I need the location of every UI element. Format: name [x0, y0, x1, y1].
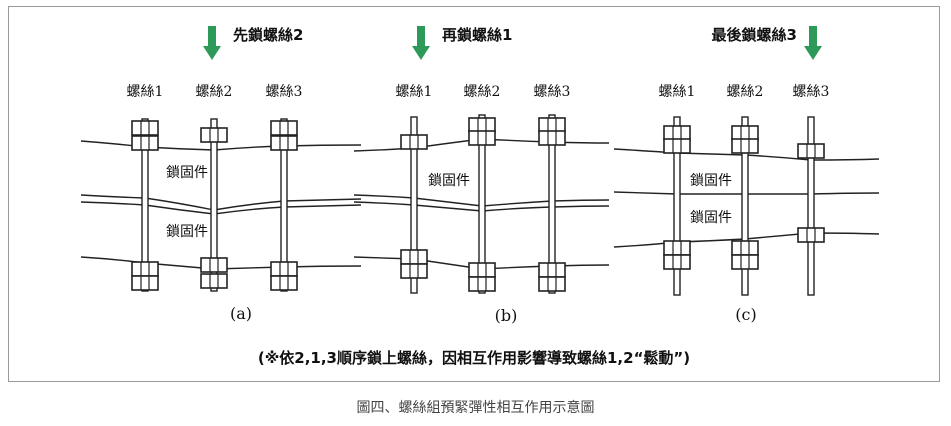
bolt-label-1: 螺絲1 [127, 84, 164, 100]
bolt-label-3: 螺絲3 [534, 84, 571, 100]
panel-sub-label: (a) [230, 304, 252, 323]
plate-lines [80, 140, 362, 270]
bolt-label-1: 螺絲1 [659, 84, 696, 100]
down-arrow-icon [804, 26, 822, 60]
panel-a: 先鎖螺絲2 螺絲1 螺絲2 螺絲3 [80, 26, 362, 323]
bolt-label-1: 螺絲1 [396, 84, 433, 100]
down-arrow-icon [412, 26, 430, 60]
bolt-2 [468, 114, 496, 294]
part-label: 鎖固件 [428, 173, 470, 189]
bolt-label-3: 螺絲3 [793, 84, 830, 100]
bolt-3 [797, 116, 825, 296]
bolt-3 [270, 118, 298, 292]
down-arrow-icon [203, 26, 221, 60]
bolt-interaction-diagram: 先鎖螺絲2 螺絲1 螺絲2 螺絲3 [80, 26, 880, 325]
bolt-1 [131, 118, 159, 292]
bolt-3 [538, 114, 566, 294]
figure-frame: 先鎖螺絲2 螺絲1 螺絲2 螺絲3 [8, 6, 940, 382]
part-label-lower: 鎖固件 [690, 210, 732, 226]
step-label: 再鎖螺絲1 [442, 26, 512, 44]
panel-sub-label: (b) [495, 306, 518, 325]
panel-sub-label: (c) [735, 305, 756, 324]
part-label-upper: 鎖固件 [166, 165, 208, 181]
part-label-upper: 鎖固件 [690, 173, 732, 189]
bolt-label-3: 螺絲3 [266, 84, 303, 100]
bolt-1 [663, 116, 691, 296]
bolt-2 [200, 118, 228, 292]
tightening-order-note: (※依2,1,3順序鎖上螺絲，因相互作用影響導致螺絲1,2“鬆動”) [257, 349, 691, 367]
panel-c: 最後鎖螺絲3 螺絲1 螺絲2 螺絲3 [613, 26, 880, 324]
panel-b: 再鎖螺絲1 螺絲1 螺絲2 螺絲3 [353, 26, 610, 325]
bolt-label-2: 螺絲2 [196, 84, 233, 100]
step-label: 先鎖螺絲2 [233, 26, 303, 44]
part-label-lower: 鎖固件 [166, 224, 208, 240]
step-label: 最後鎖螺絲3 [712, 26, 797, 44]
bolt-2 [731, 116, 759, 296]
bolt-1 [400, 116, 428, 294]
bolt-label-2: 螺絲2 [464, 84, 501, 100]
bolt-label-2: 螺絲2 [727, 84, 764, 100]
figure-caption: 圖四、螺絲組預緊彈性相互作用示意圖 [356, 400, 595, 416]
